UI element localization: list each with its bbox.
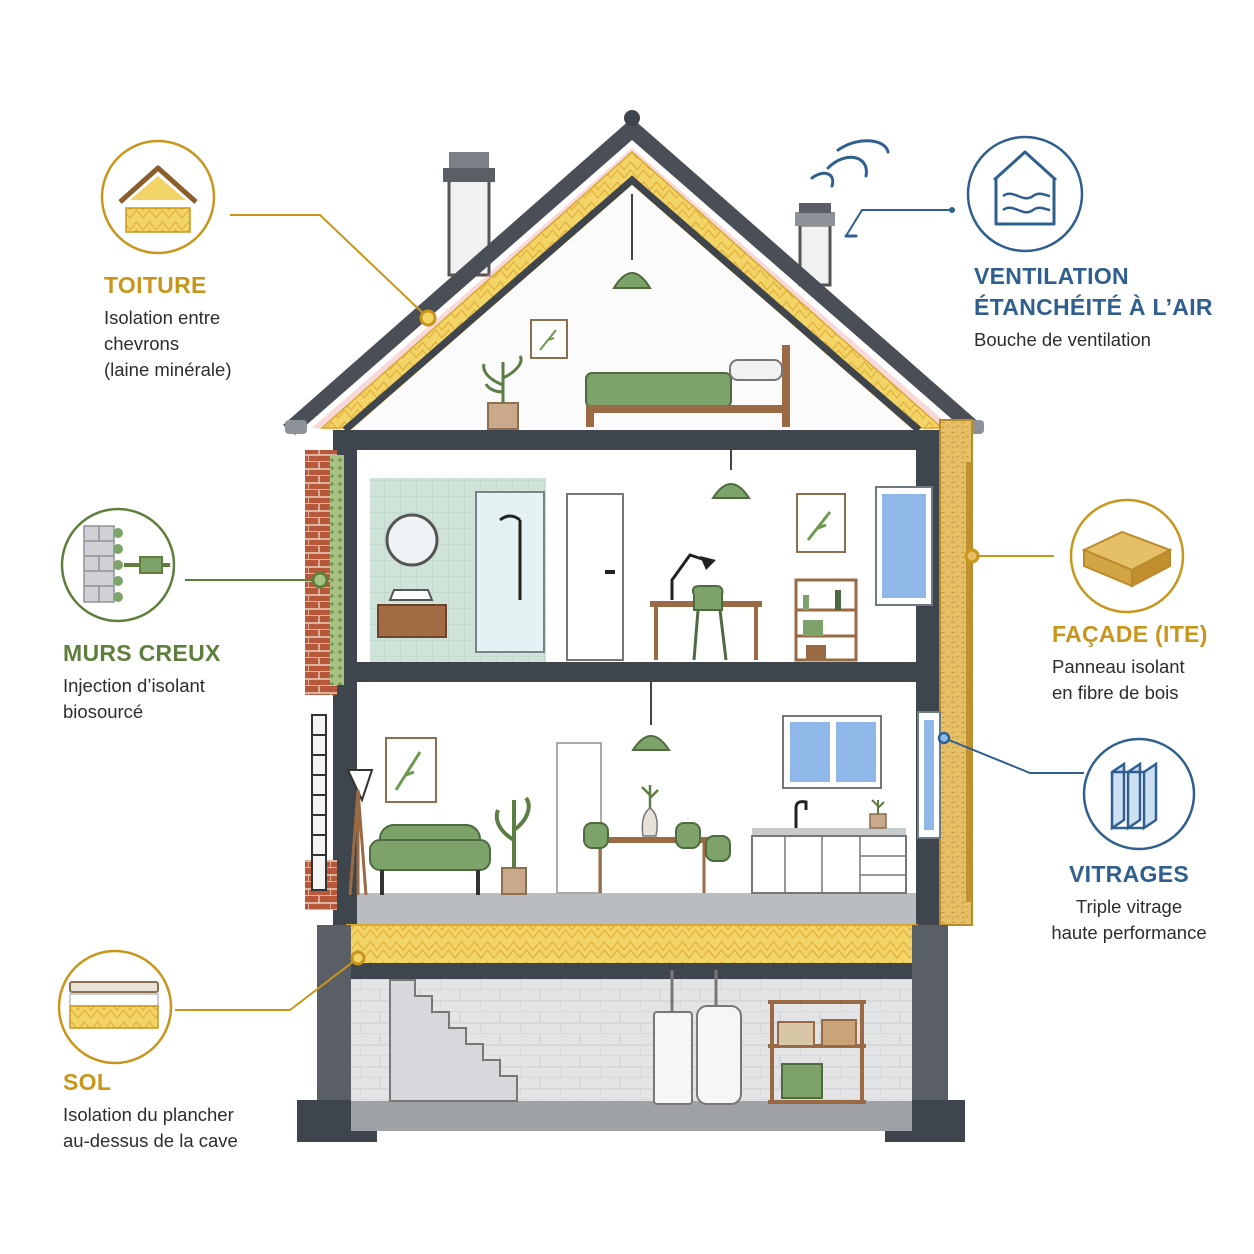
living-room	[346, 682, 545, 896]
ventilation-title-2: ÉTANCHÉITÉ À L’AIR	[974, 294, 1213, 320]
facade-title: FAÇADE (ITE)	[1052, 621, 1208, 647]
chimney-left	[443, 152, 495, 277]
lower-window	[917, 711, 941, 839]
triple-glazing-icon	[1082, 737, 1196, 851]
hallway	[555, 450, 639, 662]
murs-label: MURS CREUX Injection d’isolant biosourcé	[63, 640, 221, 725]
bathroom	[370, 478, 546, 662]
floor-insulation-icon	[57, 949, 173, 1065]
office	[640, 450, 912, 662]
vitrages-desc: Triple vitrage haute performance	[1051, 896, 1207, 943]
sol-desc: Isolation du plancher au-dessus de la ca…	[63, 1104, 238, 1151]
murs-desc: Injection d’isolant biosourcé	[63, 675, 205, 722]
floor-insulation	[333, 924, 918, 979]
airflow-waves	[810, 139, 890, 238]
vitrages-label: VITRAGES Triple vitrage haute performanc…	[1036, 861, 1222, 946]
sol-label: SOL Isolation du plancher au-dessus de l…	[63, 1069, 238, 1154]
house-structure	[305, 419, 973, 930]
roof-insulation-icon	[100, 139, 216, 255]
murs-title: MURS CREUX	[63, 640, 221, 666]
cavity-wall-injection-icon	[60, 507, 176, 623]
attic-bedroom	[352, 188, 912, 430]
ventilation-label: VENTILATION ÉTANCHÉITÉ À L’AIR Bouche de…	[974, 263, 1213, 353]
ventilation-desc: Bouche de ventilation	[974, 329, 1151, 350]
wood-fiber-panel-icon	[1069, 498, 1185, 614]
upper-window	[875, 486, 933, 606]
dining-room	[546, 682, 750, 894]
house-airflow-icon	[966, 135, 1084, 253]
vitrages-title: VITRAGES	[1069, 861, 1189, 887]
sol-title: SOL	[63, 1069, 112, 1095]
facade-label: FAÇADE (ITE) Panneau isolant en fibre de…	[1052, 621, 1208, 706]
kitchen	[751, 682, 912, 894]
toiture-desc: Isolation entre chevrons (laine minérale…	[104, 307, 232, 380]
leader-lines	[175, 207, 1084, 1011]
ventilation-title: VENTILATION	[974, 263, 1129, 289]
toiture-label: TOITURE Isolation entre chevrons (laine …	[104, 272, 232, 383]
facade-desc: Panneau isolant en fibre de bois	[1052, 656, 1185, 703]
toiture-title: TOITURE	[104, 272, 207, 298]
cellar	[297, 925, 965, 1142]
